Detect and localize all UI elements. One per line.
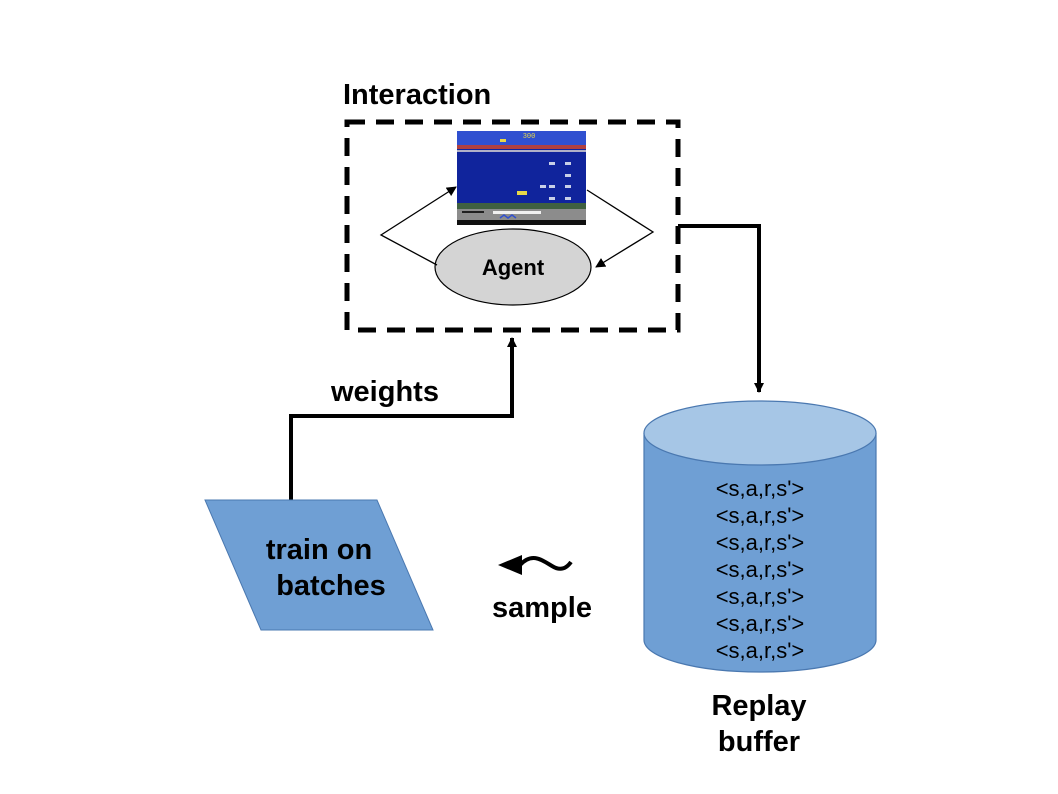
sample-label: sample	[492, 592, 592, 624]
replay-tuple: <s,a,r,s'>	[716, 611, 805, 636]
game-screen-image: 300	[457, 131, 586, 225]
train-label-line1: train on	[266, 534, 372, 566]
replay-tuple: <s,a,r,s'>	[716, 476, 805, 501]
replay-tuple: <s,a,r,s'>	[716, 638, 805, 663]
agent-ellipse	[434, 228, 592, 306]
weights-label: weights	[330, 376, 439, 408]
replay-tuple: <s,a,r,s'>	[716, 503, 805, 528]
sample-arrowhead	[498, 555, 522, 575]
env-to-agent-arrow	[586, 189, 655, 268]
train-shape	[204, 499, 434, 631]
sample-tilde	[518, 556, 573, 571]
agent-label: Agent	[482, 255, 545, 280]
replay-tuple: <s,a,r,s'>	[716, 584, 805, 609]
to-replay-arrow	[678, 224, 764, 393]
game-score: 300	[523, 133, 536, 141]
agent-to-env-arrow	[379, 186, 457, 266]
replay-tuple: <s,a,r,s'>	[716, 530, 805, 555]
replay-title-line1: Replay	[711, 690, 806, 722]
weights-arrow	[289, 337, 517, 500]
train-label-line2: batches	[276, 570, 386, 602]
interaction-title: Interaction	[343, 79, 491, 111]
replay-tuple: <s,a,r,s'>	[716, 557, 805, 582]
replay-tuples: <s,a,r,s'><s,a,r,s'><s,a,r,s'><s,a,r,s'>…	[716, 476, 805, 663]
replay-title-line2: buffer	[718, 726, 800, 758]
replay-buffer-cylinder	[643, 400, 877, 673]
